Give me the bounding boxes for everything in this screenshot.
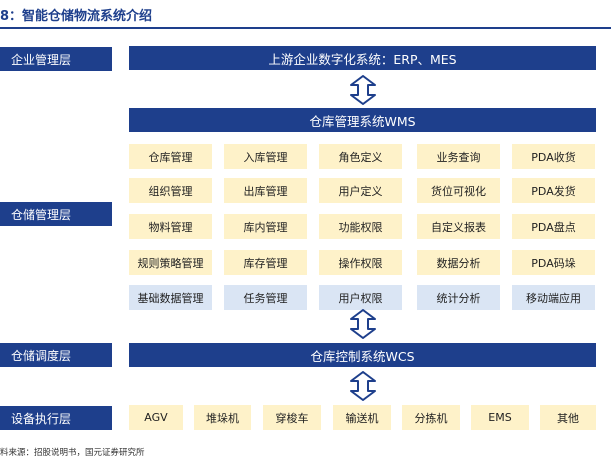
module-cell: 出库管理 (224, 178, 307, 203)
double-arrow-icon (350, 309, 376, 339)
module-cell: 数据分析 (417, 250, 500, 275)
module-cell: 仓库管理 (129, 144, 212, 169)
double-arrow-icon (350, 371, 376, 401)
module-cell: 移动端应用 (512, 285, 595, 310)
module-cell: PDA码垛 (512, 250, 595, 275)
module-cell: 库内管理 (224, 214, 307, 239)
layer-label-enterprise: 企业管理层 (0, 47, 112, 71)
module-cell: 用户权限 (319, 285, 402, 310)
device-stacker-crane: 堆垛机 (194, 405, 251, 430)
title-rule (0, 27, 611, 29)
module-cell: PDA盘点 (512, 214, 595, 239)
module-cell: 库存管理 (224, 250, 307, 275)
module-cell: 功能权限 (319, 214, 402, 239)
device-agv: AGV (129, 405, 183, 430)
layer-label-equipment: 设备执行层 (0, 406, 112, 430)
module-cell: 组织管理 (129, 178, 212, 203)
wcs-bar: 仓库控制系统WCS (129, 343, 596, 367)
module-cell: 货位可视化 (417, 178, 500, 203)
module-cell: 角色定义 (319, 144, 402, 169)
device-ems: EMS (471, 405, 529, 430)
module-cell: PDA发货 (512, 178, 595, 203)
device-shuttle: 穿梭车 (263, 405, 321, 430)
module-cell: 业务查询 (417, 144, 500, 169)
module-cell: 规则策略管理 (129, 250, 212, 275)
module-cell: 自定义报表 (417, 214, 500, 239)
module-cell: 入库管理 (224, 144, 307, 169)
module-cell: 统计分析 (417, 285, 500, 310)
module-cell: 用户定义 (319, 178, 402, 203)
layer-label-warehouse: 仓储管理层 (0, 202, 112, 226)
double-arrow-icon (350, 75, 376, 105)
module-cell: 基础数据管理 (129, 285, 212, 310)
device-sorter: 分拣机 (402, 405, 460, 430)
module-cell: 任务管理 (224, 285, 307, 310)
module-cell: 物料管理 (129, 214, 212, 239)
module-cell: PDA收货 (512, 144, 595, 169)
wms-bar: 仓库管理系统WMS (129, 108, 596, 132)
layer-label-dispatch: 仓储调度层 (0, 343, 112, 367)
device-conveyor: 输送机 (333, 405, 391, 430)
figure-title: 8：智能仓储物流系统介绍 (0, 9, 153, 24)
module-cell: 操作权限 (319, 250, 402, 275)
source-note: 料来源：招股说明书，国元证券研究所 (0, 448, 145, 458)
device-other: 其他 (540, 405, 596, 430)
upstream-system-bar: 上游企业数字化系统：ERP、MES (129, 46, 596, 70)
